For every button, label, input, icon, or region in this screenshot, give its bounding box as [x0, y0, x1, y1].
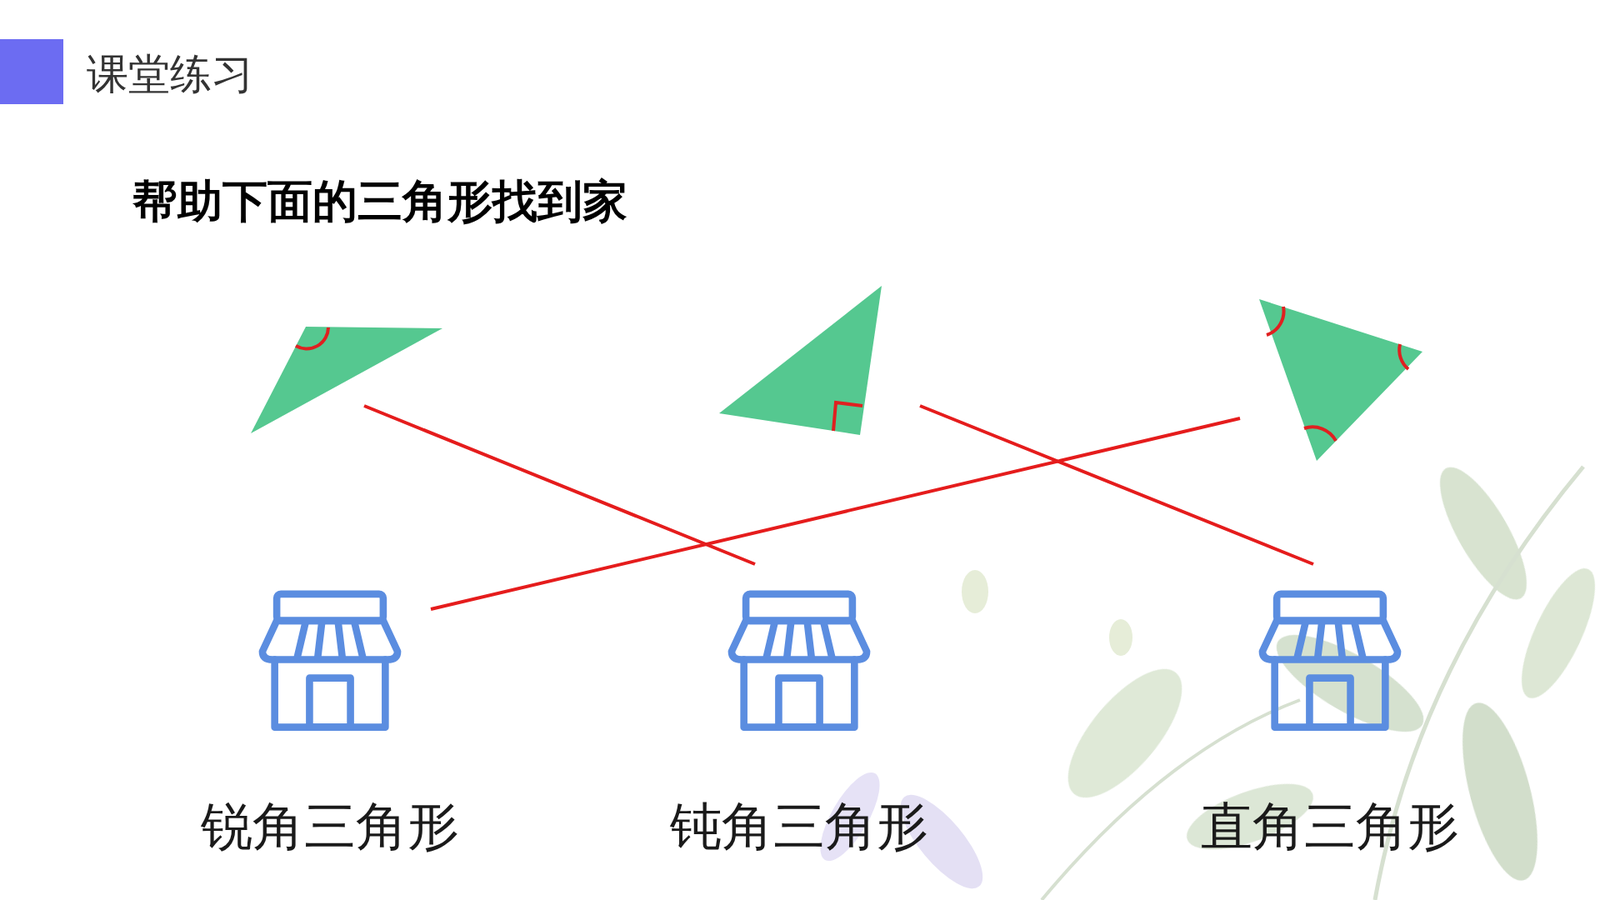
angle-mark	[1266, 306, 1285, 335]
match-line	[364, 405, 755, 565]
shop-icon	[727, 590, 871, 734]
shop-label: 锐角三角形	[200, 791, 460, 862]
shop-label: 直角三角形	[1200, 791, 1460, 862]
right-angle-mark	[833, 402, 863, 431]
triangle	[250, 326, 443, 434]
angle-mark	[1399, 344, 1409, 370]
shop-node: 锐角三角形	[200, 590, 460, 862]
title: 帮助下面的三角形找到家	[132, 171, 628, 233]
shop-icon	[258, 590, 402, 734]
angle-mark	[1304, 426, 1336, 441]
triangle	[1259, 299, 1423, 461]
section-heading: 课堂练习	[86, 46, 254, 103]
triangle	[719, 285, 882, 435]
shop-node: 钝角三角形	[670, 590, 929, 862]
header-square	[0, 39, 64, 105]
shop-label: 钝角三角形	[670, 791, 929, 862]
shop-icon	[1258, 590, 1402, 734]
match-line	[920, 405, 1314, 565]
angle-mark	[295, 327, 329, 349]
shop-node: 直角三角形	[1200, 590, 1460, 862]
match-line	[430, 418, 1240, 610]
